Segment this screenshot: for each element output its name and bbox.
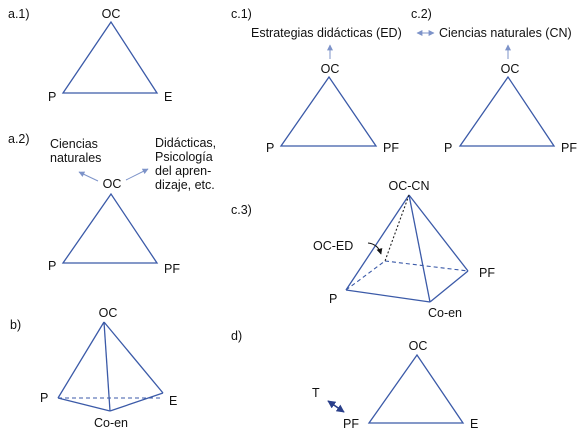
panel-b: b) OC P E Co-en <box>10 306 177 430</box>
dotted-edge-c3 <box>384 194 410 262</box>
panel-a2: a.2) Ciencias naturales Didácticas, Psic… <box>8 132 216 276</box>
panel-d: d) OC T PF E <box>231 329 478 431</box>
note-right-a2-line3: del apren- <box>155 164 211 178</box>
panel-label-c2: c.2) <box>411 7 432 21</box>
vertex-top-c3: OC-CN <box>389 179 430 193</box>
triangle-d <box>367 353 465 424</box>
panel-label-c1: c.1) <box>231 7 252 21</box>
triangle-c2 <box>458 75 556 147</box>
panel-c1: c.1) Estrategias didácticas (ED) OC P PF <box>231 7 402 155</box>
vertex-top-a2: OC <box>103 177 122 191</box>
triangle-a2 <box>61 192 159 264</box>
vertex-right-a2: PF <box>164 262 180 276</box>
arrow-a2-right <box>125 168 149 181</box>
panel-label-a2: a.2) <box>8 132 30 146</box>
vertex-left-c1: P <box>266 141 274 155</box>
hidden-edge-c3-left <box>345 260 386 291</box>
arrow-a2-left <box>78 171 99 182</box>
note-right-a2-line1: Didácticas, <box>155 136 216 150</box>
panel-c3: c.3) OC-CN OC-ED P PF Co-en <box>231 179 495 320</box>
vertex-right-d: E <box>470 417 478 431</box>
vertex-top-c1: OC <box>321 62 340 76</box>
panel-label-b: b) <box>10 318 21 332</box>
vertex-left-d: PF <box>343 417 359 431</box>
vertex-left-b: P <box>40 391 48 405</box>
hidden-edge-c3-back <box>384 260 469 272</box>
vertex-extra-d: T <box>312 386 320 400</box>
panel-label-c3: c.3) <box>231 203 252 217</box>
triangle-c1 <box>279 75 378 147</box>
note-c1: Estrategias didácticas (ED) <box>251 26 402 40</box>
note-left-a2-line1: Ciencias <box>50 137 98 151</box>
vertex-bottom-b: Co-en <box>94 416 128 430</box>
note-right-a2-line2: Psicología <box>155 150 213 164</box>
vertex-top-a1: OC <box>102 7 121 21</box>
vertex-right-c3: PF <box>479 266 495 280</box>
vertex-bottom-c3: Co-en <box>428 306 462 320</box>
vertex-left-a2: P <box>48 259 56 273</box>
arrow-c3-side <box>367 242 383 255</box>
panel-a1: a.1) OC P E <box>8 7 172 104</box>
panel-label-a1: a.1) <box>8 7 30 21</box>
vertex-top-d: OC <box>409 339 428 353</box>
vertex-right-a1: E <box>164 90 172 104</box>
note-right-a2-line4: dizaje, etc. <box>155 178 215 192</box>
panel-c2: c.2) Ciencias naturales (CN) OC P PF <box>411 7 577 155</box>
vertex-side-c3: OC-ED <box>313 239 353 253</box>
note-left-a2-line2: naturales <box>50 151 101 165</box>
panel-label-d: d) <box>231 329 242 343</box>
vertex-right-b: E <box>169 394 177 408</box>
vertex-left-a1: P <box>48 90 56 104</box>
vertex-left-c2: P <box>444 141 452 155</box>
vertex-right-c1: PF <box>383 141 399 155</box>
vertex-right-c2: PF <box>561 141 577 155</box>
triangle-a1 <box>61 20 159 94</box>
vertex-top-c2: OC <box>501 62 520 76</box>
note-c2: Ciencias naturales (CN) <box>439 26 572 40</box>
vertex-left-c3: P <box>329 292 337 306</box>
vertex-top-b: OC <box>99 306 118 320</box>
double-arrow-d <box>327 400 345 413</box>
